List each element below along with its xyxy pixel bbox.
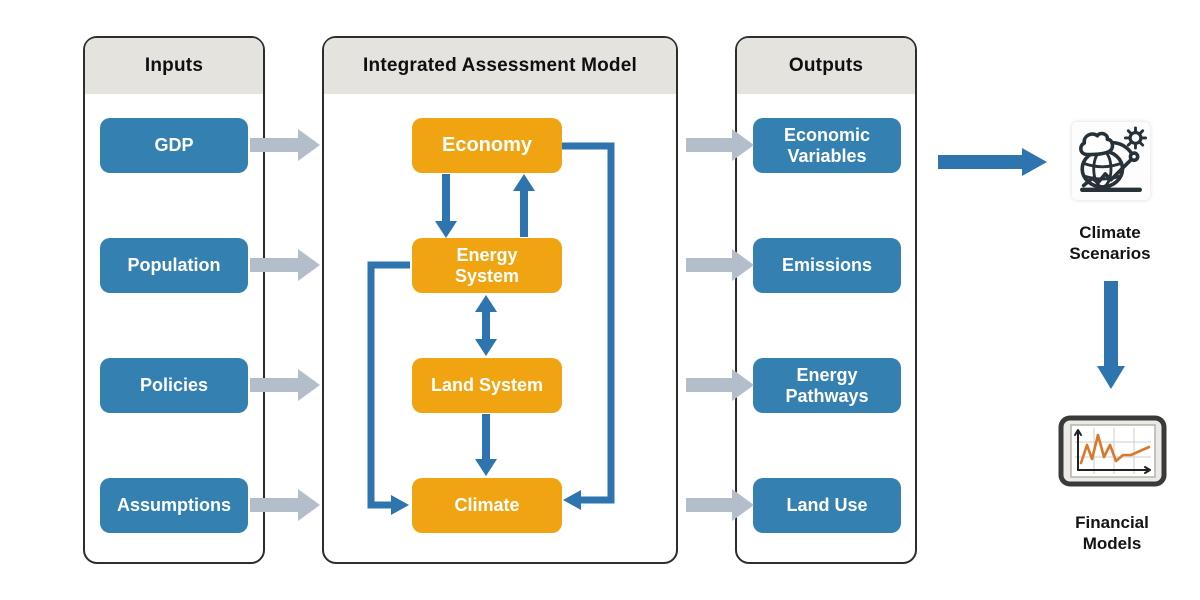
- model-node-energy-system: Energy System: [412, 238, 562, 293]
- input-box-gdp: GDP: [100, 118, 248, 173]
- outputs-panel: Outputs Economic Variables Emissions Ene…: [735, 36, 917, 564]
- output-box-land-use: Land Use: [753, 478, 901, 533]
- output-box-economic-variables: Economic Variables: [753, 118, 901, 173]
- model-node-economy: Economy: [412, 118, 562, 173]
- model-node-climate: Climate: [412, 478, 562, 533]
- climate-scenarios-label: Climate Scenarios: [1069, 223, 1151, 263]
- outputs-panel-title: Outputs: [737, 38, 915, 94]
- output-box-energy-pathways: Energy Pathways: [753, 358, 901, 413]
- inputs-panel: Inputs GDP Population Policies Assumptio…: [83, 36, 265, 564]
- climate-scenarios-icon: [1072, 122, 1150, 200]
- arrow-climate-scenarios-to-financial-models: [1097, 281, 1125, 389]
- inputs-panel-title: Inputs: [85, 38, 263, 94]
- model-panel-title: Integrated Assessment Model: [324, 38, 676, 94]
- input-box-assumptions: Assumptions: [100, 478, 248, 533]
- output-box-emissions: Emissions: [753, 238, 901, 293]
- financial-models-icon: [1058, 415, 1167, 487]
- input-box-population: Population: [100, 238, 248, 293]
- input-box-policies: Policies: [100, 358, 248, 413]
- financial-models-label: Financial Models: [1075, 513, 1149, 553]
- climate-globe-sun-chart-icon: [1079, 126, 1147, 192]
- monitor-chart-icon: [1058, 415, 1167, 487]
- model-panel: Integrated Assessment Model Economy Ener…: [322, 36, 678, 564]
- model-node-land-system: Land System: [412, 358, 562, 413]
- arrow-outputs-to-climate-scenarios: [938, 148, 1047, 176]
